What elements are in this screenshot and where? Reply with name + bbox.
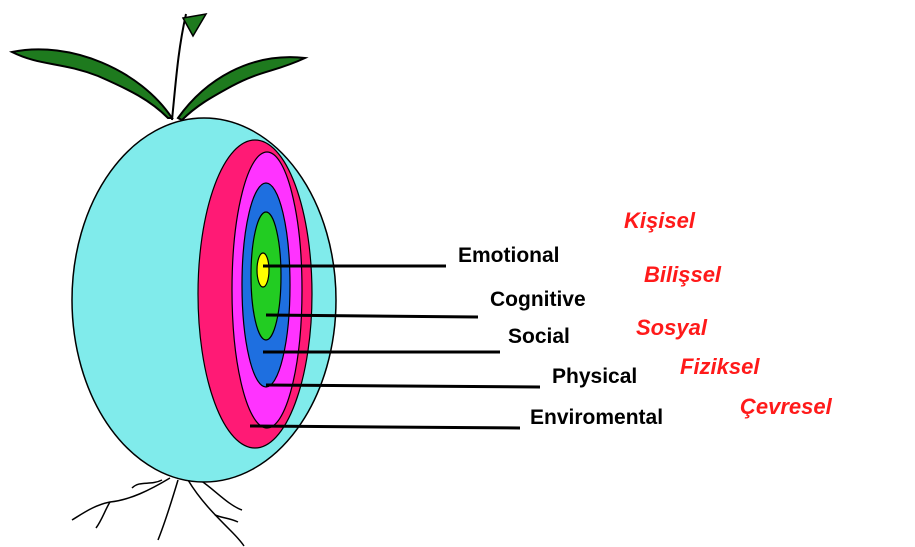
pointer-line-cognitive: [266, 315, 478, 317]
roots: [72, 478, 244, 546]
label-fiziksel: Fiziksel: [680, 354, 760, 379]
label-kisisel: Kişisel: [624, 208, 696, 233]
label-physical: Physical: [552, 365, 637, 388]
layer-rings: [198, 140, 312, 448]
label-cevresel: Çevresel: [740, 394, 833, 419]
label-cognitive: Cognitive: [490, 288, 586, 311]
label-emotional: Emotional: [458, 244, 560, 267]
label-enviromental: Enviromental: [530, 406, 663, 429]
label-sosyal: Sosyal: [636, 315, 708, 340]
left-leaf: [12, 49, 172, 118]
right-leaf: [178, 57, 305, 120]
english-labels: Emotional Cognitive Social Physical Envi…: [458, 244, 663, 429]
label-social: Social: [508, 325, 570, 348]
layer-emotional: [257, 253, 269, 287]
sprout: [12, 14, 305, 120]
turkish-labels: Kişisel Bilişsel Sosyal Fiziksel Çevrese…: [624, 208, 833, 419]
pointer-line-physical: [266, 385, 540, 387]
stem: [172, 14, 186, 120]
pointer-line-enviromental: [250, 426, 520, 428]
label-bilissel: Bilişsel: [644, 262, 722, 287]
stem-leaf-blade: [183, 14, 206, 36]
